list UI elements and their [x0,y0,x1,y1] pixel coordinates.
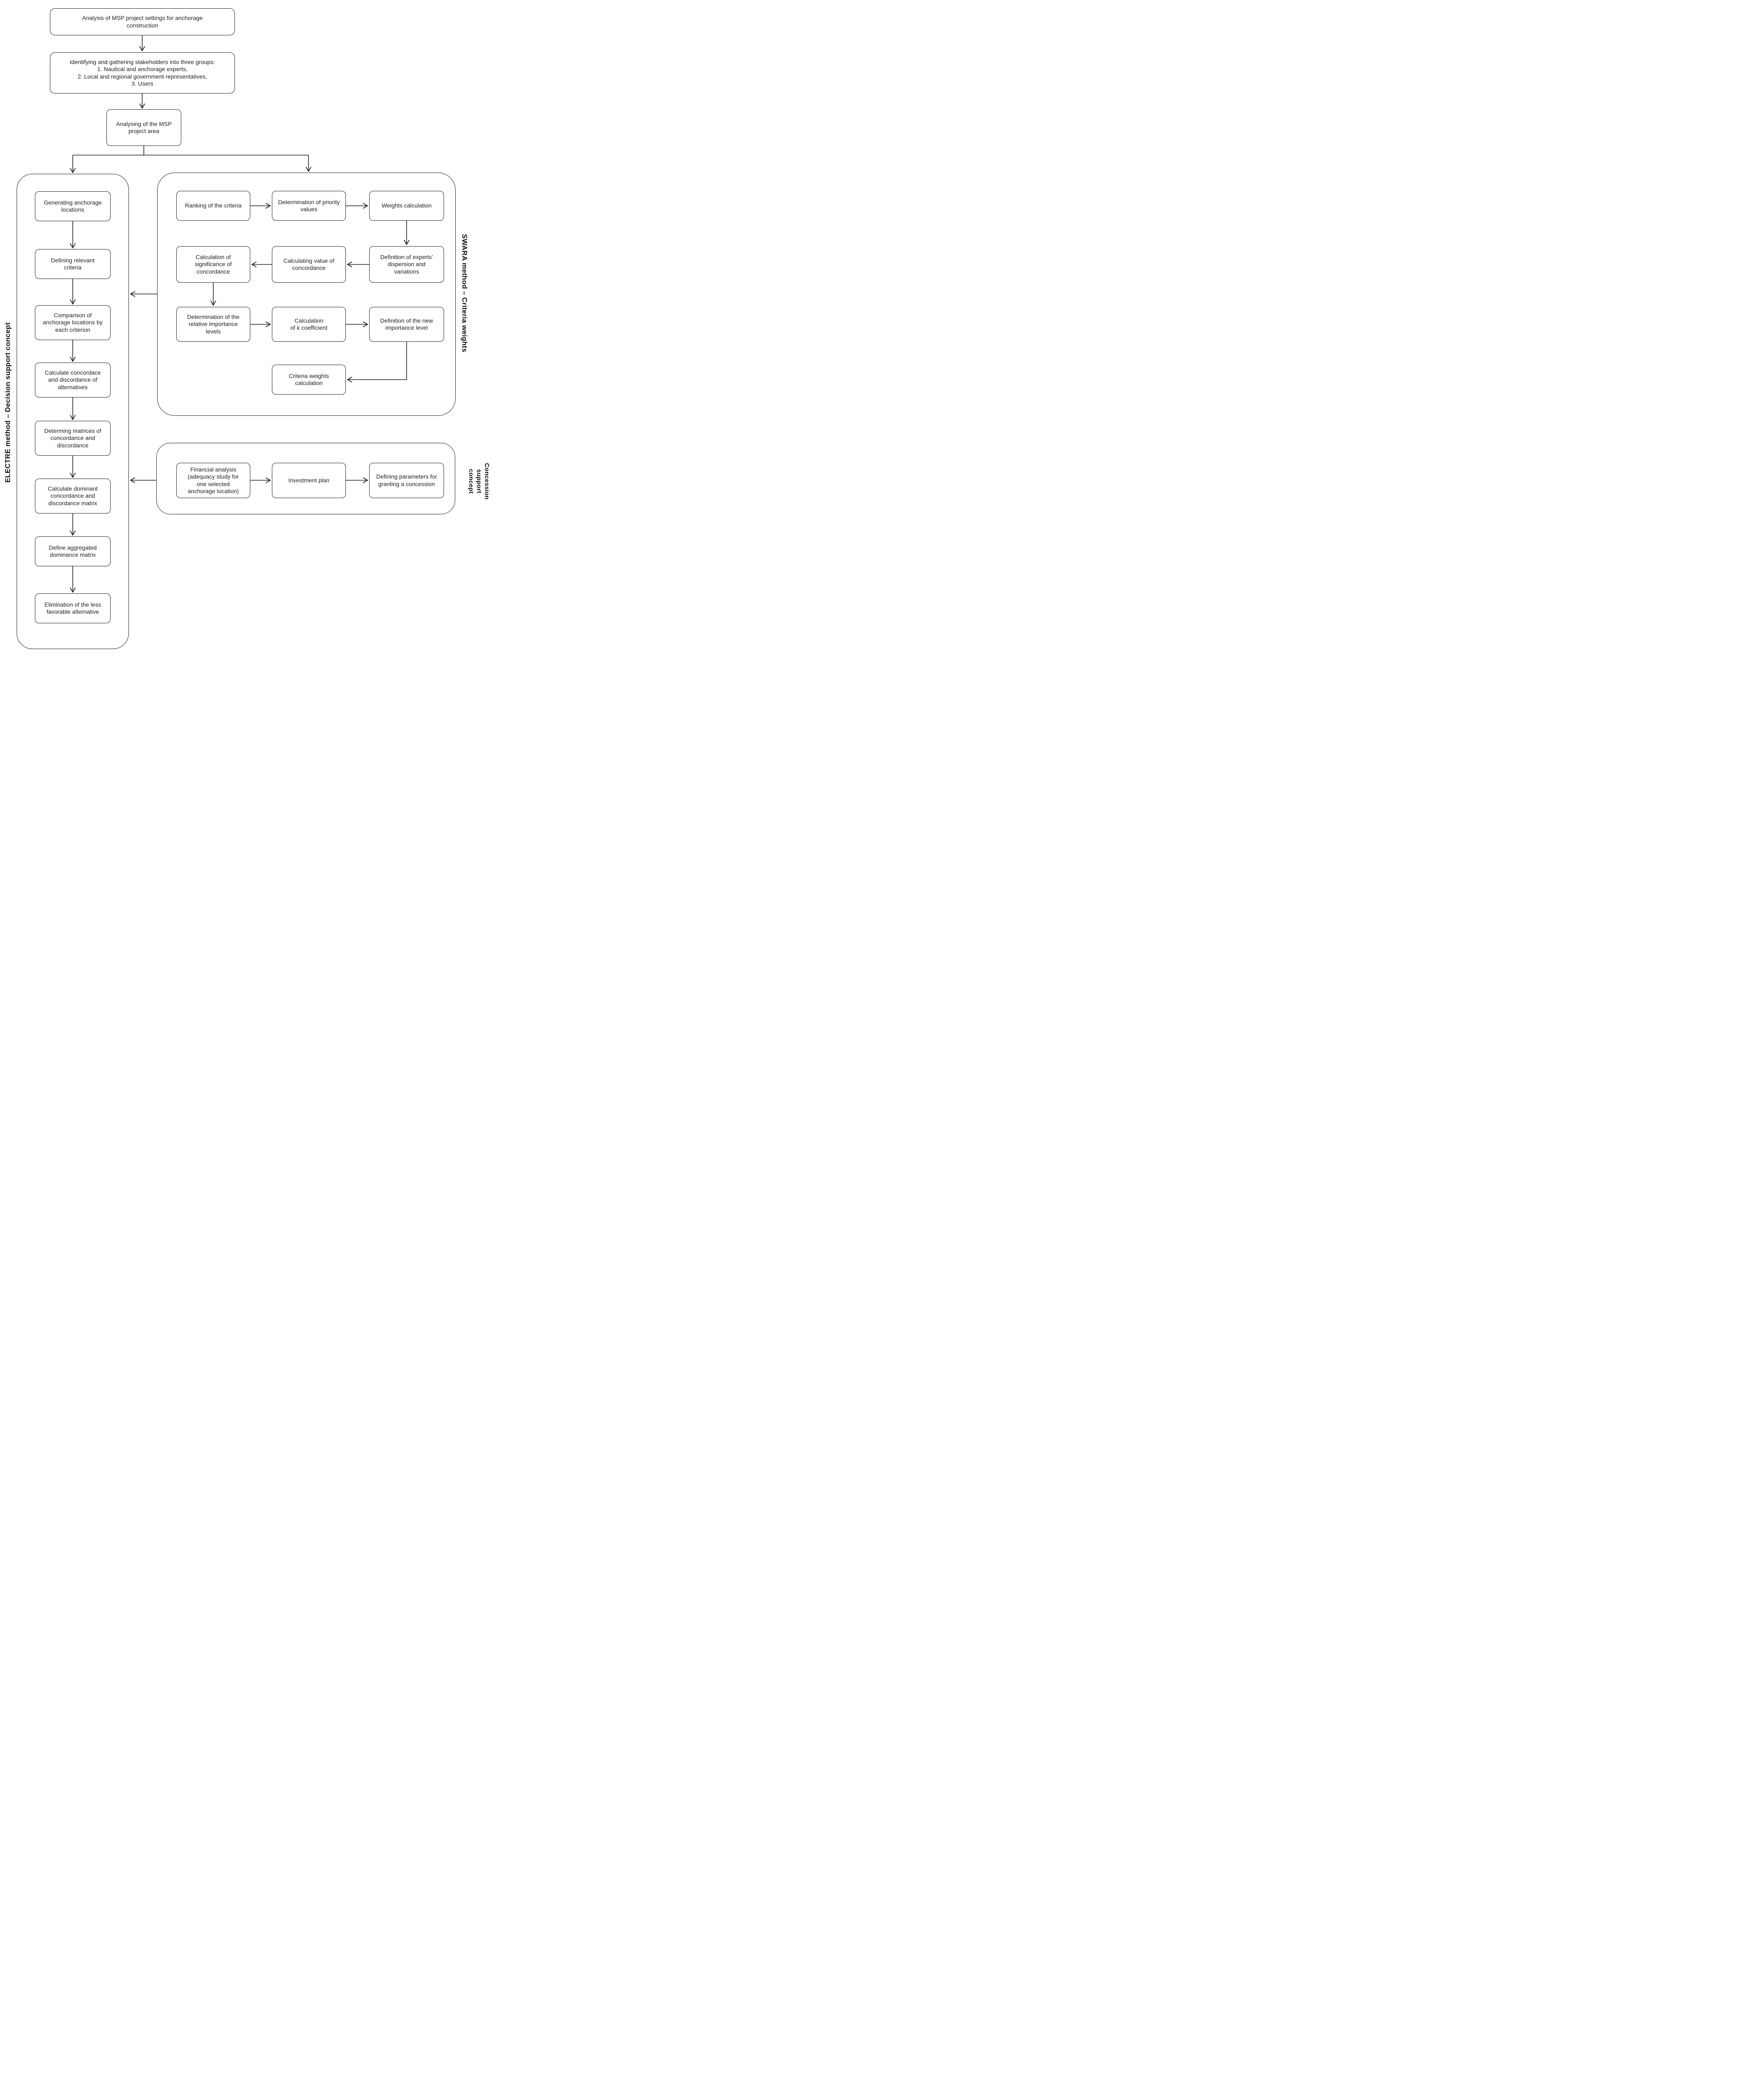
node-concordance-discordance-alternatives: Calculate concordace and discordance of … [35,363,111,398]
node-k-coefficient: Calculation of k coefficient [272,307,346,342]
electre-side-label: ELECTRE method – Decision support concep… [4,322,12,483]
node-financial-analysis: Financial analysis (adequacy study for o… [176,463,250,498]
node-concession-parameters: Defining parameters for granting a conce… [369,463,444,498]
node-generating-anchorage-locations: Generating anchorage locations [35,191,111,221]
swara-side-label: SWARA method – Criteria weights [461,234,469,353]
flowchart-canvas: Analysis of MSP project settings for anc… [0,0,499,656]
node-stakeholder-groups: Identifying and gathering stakeholders i… [50,52,235,94]
node-defining-relevant-criteria: Defining relevant criteria [35,249,111,279]
node-analysis-msp-settings: Analysis of MSP project settings for anc… [50,8,235,35]
node-comparison-by-criterion: Comparison of anchorage locations by eac… [35,305,111,340]
node-priority-values: Determination of priority values [272,191,346,221]
node-criteria-weights-calculation: Criteria weights calculation [272,365,346,395]
node-new-importance-level: Definition of the new importance level [369,307,444,342]
node-ranking-criteria: Ranking of the criteria [176,191,250,221]
node-dominant-concordance-discordance-matrix: Calculate dominant concordance and disco… [35,479,111,514]
concession-side-label: Concession support concept [467,463,491,500]
node-investment-plan: Investment plan [272,463,346,498]
connector-arrows [70,35,410,593]
node-weights-calculation: Weights calculation [369,191,444,221]
node-significance-of-concordance: Calculation of significance of concordan… [176,246,250,283]
node-relative-importance-levels: Determination of the relative importance… [176,307,250,342]
node-aggregated-dominance-matrix: Define aggregated dominance matrix [35,536,111,566]
node-experts-dispersion-variations: Definition of experts' dispersion and va… [369,246,444,283]
node-elimination-less-favorable: Elimination of the less favorable altern… [35,593,111,623]
node-calculating-value-concordance: Calculating value of concordance [272,246,346,283]
node-matrices-concordance-discordance: Determing matrices of concordance and di… [35,421,111,456]
node-analysing-project-area: Analysing of the MSP project area [106,109,181,146]
